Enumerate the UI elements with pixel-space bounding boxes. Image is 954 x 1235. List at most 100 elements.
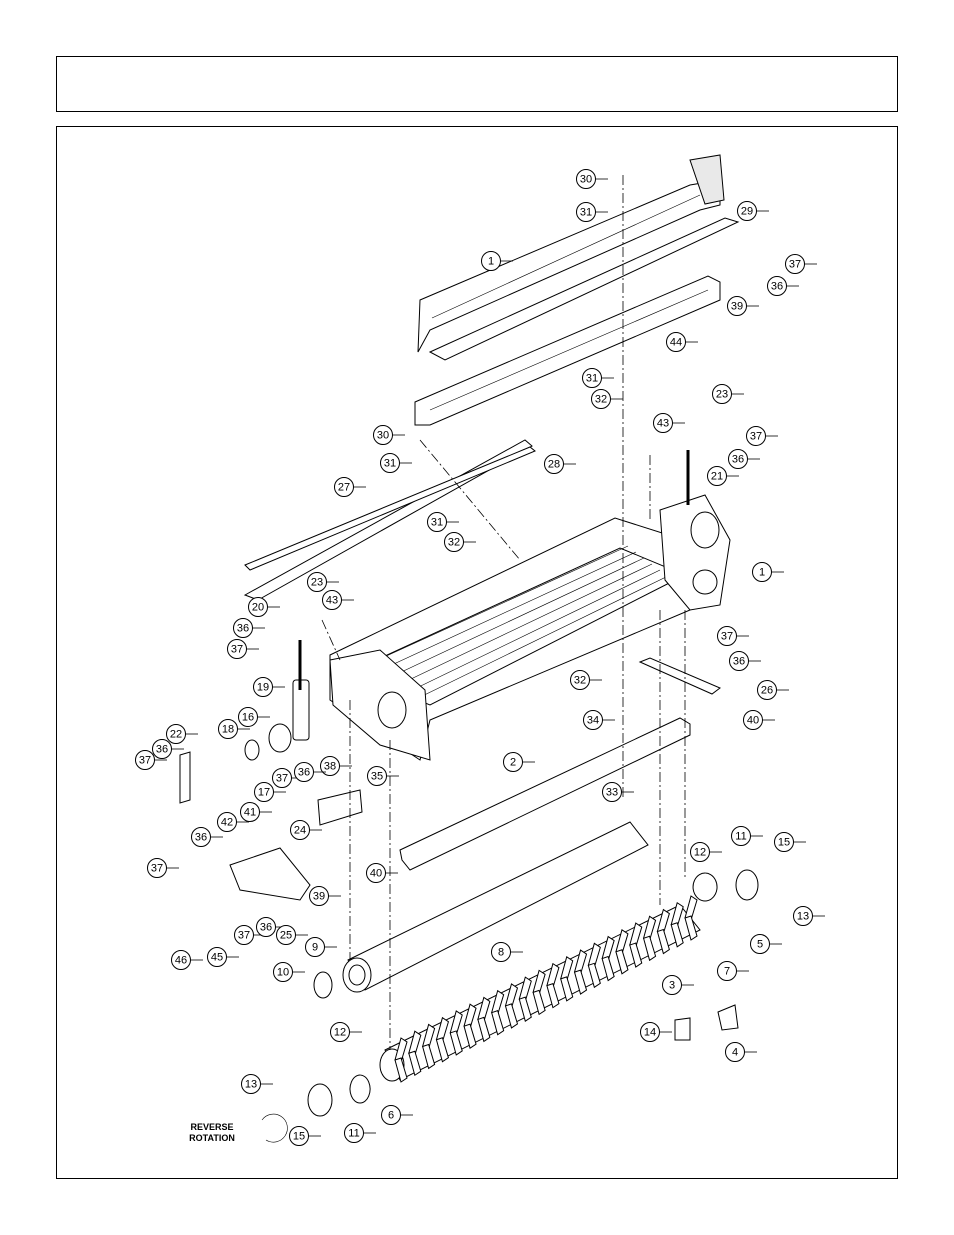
callout-23: 23 (713, 385, 745, 404)
callout-40: 40 (367, 864, 399, 883)
callout-44: 44 (667, 333, 699, 352)
main-housing (330, 495, 730, 760)
bracket-24 (318, 790, 362, 825)
callout-number: 23 (716, 389, 728, 401)
callout-number: 23 (311, 577, 323, 589)
callout-number: 30 (580, 174, 592, 186)
callout-31: 31 (381, 454, 413, 473)
callout-24: 24 (291, 821, 323, 840)
rear-frame-upper (418, 155, 724, 352)
callout-number: 28 (548, 459, 560, 471)
callout-40: 40 (744, 711, 776, 730)
callout-number: 46 (175, 955, 187, 967)
callout-number: 39 (731, 301, 743, 313)
callout-37: 37 (786, 255, 818, 274)
shield-2 (400, 718, 690, 870)
callout-number: 5 (757, 939, 763, 951)
knife-4 (718, 1005, 738, 1030)
callout-number: 18 (222, 724, 234, 736)
callout-number: 15 (778, 837, 790, 849)
callout-number: 37 (721, 631, 733, 643)
callout-number: 32 (448, 537, 460, 549)
callout-38: 38 (321, 757, 353, 776)
callout-15: 15 (290, 1127, 322, 1146)
bearing-11-right (736, 870, 758, 900)
callout-number: 42 (221, 817, 233, 829)
callout-number: 14 (644, 1027, 656, 1039)
callout-number: 43 (326, 595, 338, 607)
callout-number: 2 (510, 757, 516, 769)
callout-43: 43 (323, 591, 355, 610)
callout-31: 31 (583, 369, 615, 388)
callout-30: 30 (374, 426, 406, 445)
callout-15: 15 (775, 833, 807, 852)
callout-36: 36 (730, 652, 762, 671)
callout-28: 28 (545, 455, 577, 474)
callout-number: 4 (732, 1047, 738, 1059)
callout-35: 35 (368, 767, 400, 786)
callout-43: 43 (654, 414, 686, 433)
callout-number: 31 (586, 373, 598, 385)
callout-number: 21 (711, 471, 723, 483)
callout-number: 37 (238, 930, 250, 942)
callout-number: 40 (747, 715, 759, 727)
callout-number: 13 (245, 1079, 257, 1091)
callout-34: 34 (584, 711, 616, 730)
callout-number: 1 (488, 256, 494, 268)
callout-number: 26 (761, 685, 773, 697)
callout-36: 36 (234, 619, 266, 638)
callout-31: 31 (577, 203, 609, 222)
callout-37: 37 (747, 427, 779, 446)
callout-number: 31 (431, 517, 443, 529)
callout-number: 12 (334, 1027, 346, 1039)
callout-number: 36 (771, 281, 783, 293)
callout-number: 10 (277, 967, 289, 979)
callout-20: 20 (249, 598, 281, 617)
callout-11: 11 (732, 827, 764, 846)
callout-number: 29 (741, 206, 753, 218)
callout-number: 25 (280, 930, 292, 942)
callout-number: 39 (313, 891, 325, 903)
callout-number: 11 (735, 831, 746, 843)
callout-number: 44 (670, 337, 682, 349)
callout-12: 12 (691, 843, 723, 862)
bracket-25 (230, 848, 310, 900)
callout-number: 13 (797, 911, 809, 923)
cap-18 (245, 740, 259, 760)
callout-46: 46 (172, 951, 204, 970)
callout-number: 22 (170, 729, 182, 741)
callout-7: 7 (718, 962, 750, 981)
callout-4: 4 (726, 1043, 758, 1062)
callout-5: 5 (751, 935, 783, 954)
callout-30: 30 (577, 170, 609, 189)
callout-number: 8 (498, 947, 504, 959)
callout-14: 14 (641, 1023, 673, 1042)
callout-3: 3 (663, 976, 695, 995)
callout-29: 29 (738, 202, 770, 221)
callout-12: 12 (331, 1023, 363, 1042)
callout-number: 37 (151, 863, 163, 875)
callout-8: 8 (492, 943, 524, 962)
callout-number: 15 (293, 1131, 305, 1143)
callout-number: 31 (384, 458, 396, 470)
callout-36: 36 (768, 277, 800, 296)
callout-number: 17 (258, 787, 270, 799)
callout-number: 43 (657, 418, 669, 430)
callout-number: 37 (276, 773, 288, 785)
callout-32: 32 (592, 390, 624, 409)
callout-33: 33 (603, 783, 635, 802)
callout-16: 16 (239, 708, 271, 727)
callout-11: 11 (345, 1124, 377, 1143)
callout-13: 13 (794, 907, 826, 926)
callout-number: 9 (312, 942, 318, 954)
bearing-11-left (308, 1084, 332, 1116)
knife-holder-14 (675, 1018, 690, 1040)
callout-25: 25 (277, 926, 309, 945)
reverse-rotation-note-line1: REVERSE (190, 1122, 233, 1132)
callout-39: 39 (310, 887, 342, 906)
callout-13: 13 (242, 1075, 274, 1094)
callout-number: 11 (348, 1128, 359, 1140)
bracket-22 (180, 752, 190, 803)
callout-number: 3 (669, 980, 675, 992)
